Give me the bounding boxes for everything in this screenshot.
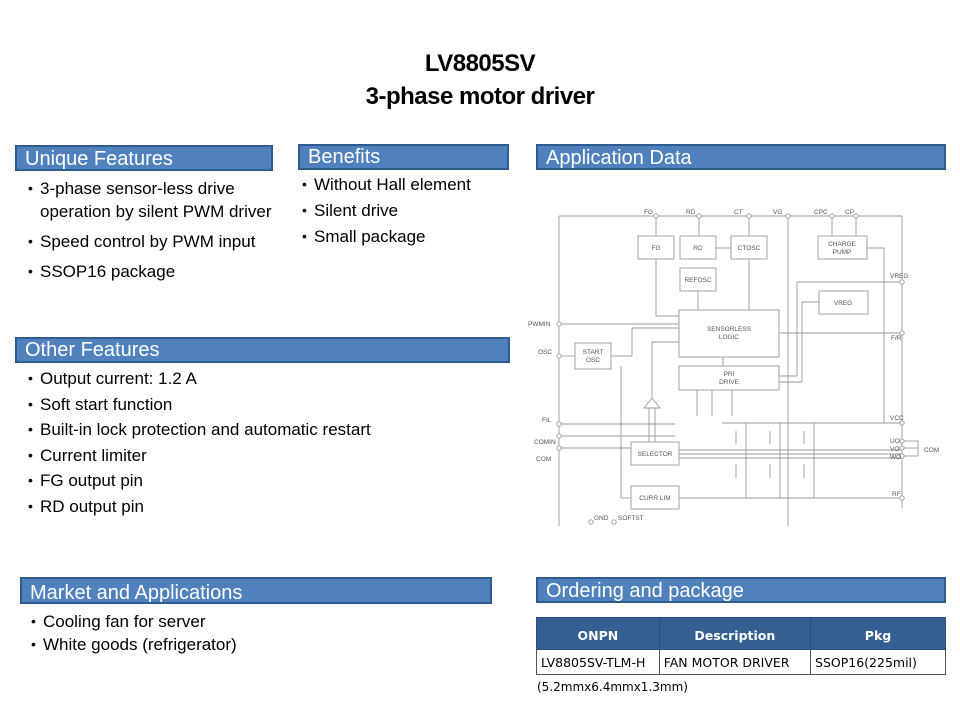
pri-drive-block bbox=[678, 365, 780, 391]
selector-label: SELECTOR bbox=[638, 451, 673, 458]
package-dimensions-note: (5.2mmx6.4mmx1.3mm) bbox=[537, 680, 688, 694]
pri-drive-label-1: PRI bbox=[724, 371, 735, 378]
list-item: Silent drive bbox=[302, 199, 517, 222]
pin-vo-label: VO bbox=[890, 446, 899, 453]
table-header-row: ONPN Description Pkg bbox=[536, 617, 946, 650]
unique-features-header: Unique Features bbox=[15, 145, 273, 171]
column-header-onpn: ONPN bbox=[536, 617, 660, 650]
rd-block bbox=[679, 235, 717, 260]
pin-fr-label: F/R bbox=[891, 335, 902, 342]
start-osc-block bbox=[574, 342, 612, 370]
pin-uo-label: UO bbox=[890, 438, 900, 445]
application-data-header: Application Data bbox=[536, 144, 946, 170]
pin-gnd-label: GND bbox=[594, 515, 609, 522]
table-row: LV8805SV-TLM-H FAN MOTOR DRIVER SSOP16(2… bbox=[536, 649, 946, 675]
pin-circles bbox=[556, 213, 905, 525]
unique-features-list: 3-phase sensor-less drive operation by s… bbox=[28, 177, 278, 290]
list-item: Output current: 1.2 A bbox=[28, 367, 508, 390]
column-header-pkg: Pkg bbox=[810, 617, 946, 650]
charge-pump-block bbox=[817, 235, 868, 260]
vreg-block bbox=[818, 290, 869, 315]
list-item: Cooling fan for server bbox=[31, 610, 501, 633]
fg-block-label: FG bbox=[651, 245, 660, 252]
pin-com-out-label: COM bbox=[924, 447, 939, 454]
pin-vcc-label: VCC bbox=[890, 415, 904, 422]
market-applications-header: Market and Applications bbox=[20, 577, 492, 604]
market-applications-list: Cooling fan for server White goods (refr… bbox=[31, 610, 501, 656]
pri-drive-label-2: DRIVE bbox=[719, 379, 740, 386]
pin-pwmin-label: PWMIN bbox=[528, 321, 551, 328]
column-header-description: Description bbox=[658, 617, 812, 650]
ordering-package-header: Ordering and package bbox=[536, 577, 946, 603]
product-title: LV8805SV bbox=[424, 50, 536, 77]
list-item: Built-in lock protection and automatic r… bbox=[28, 418, 508, 441]
pin-fg-label: FG bbox=[644, 209, 653, 216]
pin-rd-label: RD bbox=[686, 209, 696, 216]
pin-cpc-label: CPC bbox=[814, 209, 828, 216]
cell-onpn: LV8805SV-TLM-H bbox=[536, 649, 660, 675]
list-item: Speed control by PWM input bbox=[28, 230, 278, 253]
refosc-block-label: REFOSC bbox=[684, 277, 711, 284]
pin-com-label: COM bbox=[536, 456, 551, 463]
list-item: Current limiter bbox=[28, 444, 508, 467]
list-item: Small package bbox=[302, 225, 517, 248]
pin-softst-label: SOFTST bbox=[618, 515, 644, 522]
pin-comin-label: COMIN bbox=[534, 439, 556, 446]
sensorless-logic-block bbox=[678, 309, 780, 358]
start-osc-label-2: OSC bbox=[586, 357, 600, 364]
pin-ct-label: CT bbox=[734, 209, 743, 216]
block-diagram: FG RD CTOSC CHARGE PUMP REFOSC VREG SENS… bbox=[528, 209, 939, 526]
pin-vg-label: VG bbox=[773, 209, 782, 216]
benefits-header: Benefits bbox=[298, 144, 509, 170]
logic-block-label-1: SENSORLESS bbox=[707, 326, 752, 333]
pin-osc-label: OSC bbox=[538, 349, 552, 356]
ordering-table: ONPN Description Pkg LV8805SV-TLM-H FAN … bbox=[536, 617, 946, 675]
cell-pkg: SSOP16(225mil) bbox=[810, 649, 946, 675]
pin-cp-label: CP bbox=[845, 209, 854, 216]
list-item: Without Hall element bbox=[302, 173, 517, 196]
list-item: White goods (refrigerator) bbox=[31, 633, 501, 656]
pin-rf-label: RF bbox=[892, 491, 901, 498]
pin-wo-label: WO bbox=[890, 454, 901, 461]
ctosc-block-label: CTOSC bbox=[738, 245, 761, 252]
list-item: RD output pin bbox=[28, 495, 508, 518]
list-item: FG output pin bbox=[28, 469, 508, 492]
charge-pump-label-1: CHARGE bbox=[828, 241, 856, 248]
curr-lim-block bbox=[630, 485, 680, 510]
comparator-symbol bbox=[643, 397, 661, 409]
start-osc-label-1: START bbox=[583, 349, 604, 356]
pin-vreg-label: VREG bbox=[890, 273, 908, 280]
list-item: Soft start function bbox=[28, 393, 508, 416]
curr-lim-label: CURR LIM bbox=[639, 495, 670, 502]
cell-description: FAN MOTOR DRIVER bbox=[658, 649, 812, 675]
charge-pump-label-2: PUMP bbox=[833, 249, 852, 256]
list-item: SSOP16 package bbox=[28, 260, 278, 283]
vreg-block-label: VREG bbox=[834, 300, 852, 307]
product-subtitle: 3-phase motor driver bbox=[365, 83, 595, 110]
list-item: 3-phase sensor-less drive operation by s… bbox=[28, 177, 278, 223]
logic-block-label-2: LOGIC bbox=[719, 334, 740, 341]
output-mosfets bbox=[735, 423, 815, 498]
benefits-list: Without Hall element Silent drive Small … bbox=[302, 173, 517, 251]
other-features-header: Other Features bbox=[15, 337, 510, 363]
other-features-list: Output current: 1.2 A Soft start functio… bbox=[28, 367, 508, 520]
pin-fil-label: FIL bbox=[542, 417, 552, 424]
rd-block-label: RD bbox=[693, 245, 703, 252]
